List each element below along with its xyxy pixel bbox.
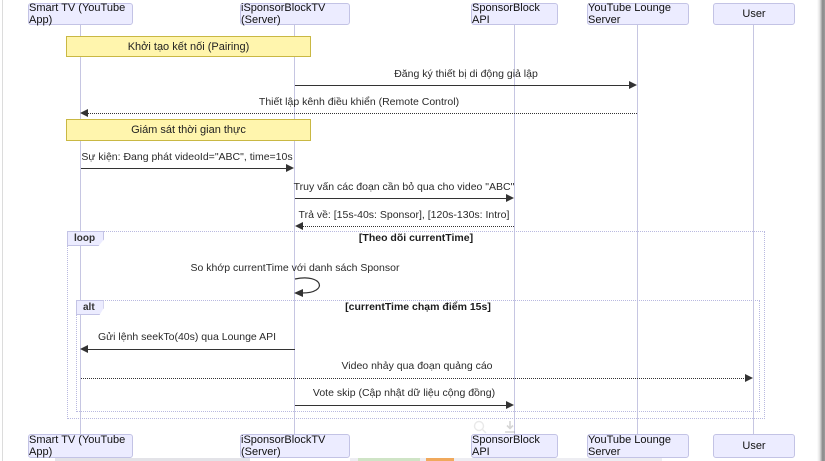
message-label: Trả về: [15s-40s: Sponsor], [120s-130s: … <box>298 209 510 221</box>
actor-youtube-lounge-bottom: YouTube Lounge Server <box>587 434 689 458</box>
alt-frame-tab: alt <box>76 300 104 315</box>
actor-user-top: User <box>713 3 795 25</box>
zoom-control-icon[interactable] <box>473 420 487 434</box>
actor-smart-tv-top: Smart TV (YouTube App) <box>28 2 133 26</box>
arrowhead-right-icon <box>745 374 753 382</box>
message-line <box>81 378 746 379</box>
bottom-edge-artifact <box>350 458 662 461</box>
loop-condition: [Theo dõi currentTime] <box>358 232 474 244</box>
arrowhead-left-icon <box>295 222 303 230</box>
message-line <box>88 113 637 114</box>
loop-frame <box>67 231 765 419</box>
lifeline-isponsorblocktv <box>294 25 295 434</box>
actor-isponsorblocktv-bottom: iSponsorBlockTV (Server) <box>240 434 350 458</box>
arrowhead-right-icon <box>506 194 514 202</box>
note-pairing: Khởi tạo kết nối (Pairing) <box>66 36 311 57</box>
message-label: Thiết lập kênh điều khiển (Remote Contro… <box>258 96 460 108</box>
arrowhead-right-icon <box>506 401 514 409</box>
actor-user-bottom: User <box>713 434 795 458</box>
message-label: Gửi lệnh seekTo(40s) qua Lounge API <box>97 331 277 343</box>
message-label: Sự kiện: Đang phát videoId="ABC", time=1… <box>81 151 293 163</box>
message-label: So khớp currentTime với danh sách Sponso… <box>190 262 400 274</box>
alt-condition: [currentTime chạm điểm 15s] <box>345 301 491 313</box>
actor-sponsorblock-api-top: SponsorBlock API <box>471 2 558 26</box>
message-label: Truy vấn các đoạn cần bỏ qua cho video "… <box>293 181 515 193</box>
actor-sponsorblock-api-bottom: SponsorBlock API <box>471 434 558 458</box>
lifeline-youtube-lounge <box>637 25 638 434</box>
bottom-edge-artifact <box>55 458 250 461</box>
bottom-edge-artifact <box>426 458 454 461</box>
lifeline-smart-tv <box>80 25 81 434</box>
message-line <box>295 405 507 406</box>
alt-frame <box>76 300 760 412</box>
arrowhead-left-icon <box>80 345 88 353</box>
arrowhead-right-icon <box>286 164 294 172</box>
message-label: Đăng ký thiết bị di động giả lập <box>394 68 538 80</box>
arrowhead-right-icon <box>629 81 637 89</box>
message-line <box>88 349 295 350</box>
right-scrollbar[interactable] <box>817 0 825 461</box>
bottom-edge-artifact <box>358 458 420 461</box>
note-realtime-monitor: Giám sát thời gian thực <box>66 119 311 141</box>
download-icon[interactable] <box>503 420 517 434</box>
lifeline-sponsorblock-api <box>514 25 515 434</box>
message-line <box>295 198 507 199</box>
message-line <box>295 85 630 86</box>
self-loop-arrow <box>294 277 321 297</box>
pane-left-border <box>2 0 3 461</box>
actor-youtube-lounge-top: YouTube Lounge Server <box>587 2 689 26</box>
loop-frame-tab: loop <box>67 231 105 246</box>
lifeline-user <box>753 25 754 434</box>
message-label: Vote skip (Cập nhật dữ liệu cộng đồng) <box>312 387 496 399</box>
actor-smart-tv-bottom: Smart TV (YouTube App) <box>28 434 133 458</box>
message-line <box>303 226 514 227</box>
message-label: Video nhảy qua đoạn quảng cáo <box>341 360 493 372</box>
arrowhead-left-icon <box>80 109 88 117</box>
message-line <box>81 168 287 169</box>
actor-isponsorblocktv-top: iSponsorBlockTV (Server) <box>240 2 350 26</box>
